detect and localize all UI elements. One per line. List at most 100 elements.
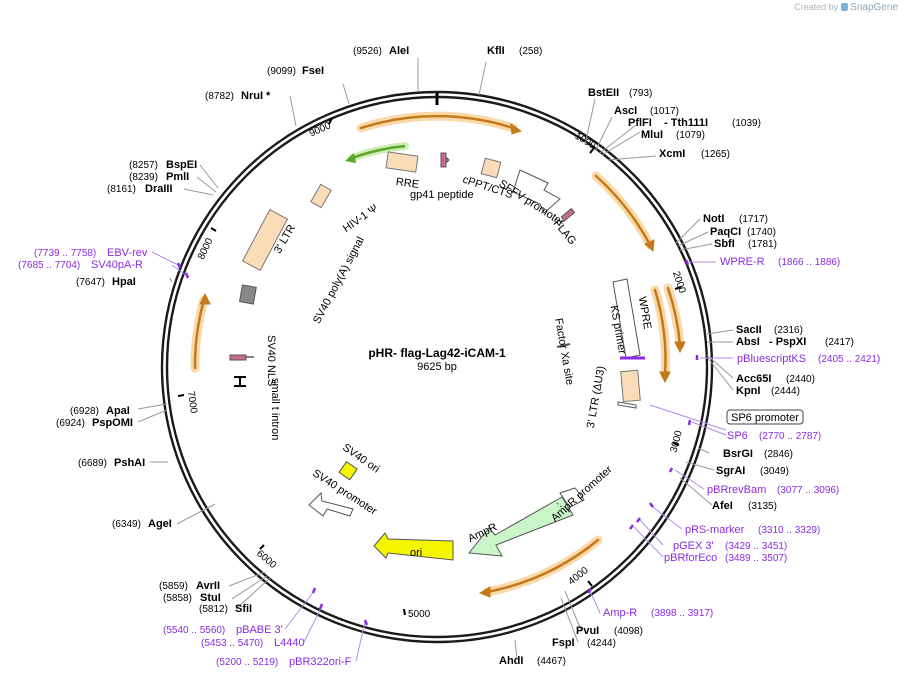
primer-name-sp6: SP6 bbox=[727, 430, 748, 442]
site-pos-apai: (6928) bbox=[70, 406, 99, 417]
feature-sv40-ori[interactable] bbox=[338, 460, 358, 481]
tick-label-3000: 3000 bbox=[669, 429, 685, 454]
primer-pos-pgex-3: (3429 .. 3451) bbox=[725, 541, 787, 552]
primer-pos-ebv-rev: (7739 .. 7758) bbox=[34, 248, 96, 259]
site-pos-kfli: (258) bbox=[519, 46, 542, 57]
feature-label-sv40-polya-signal: SV40 poly(A) signal bbox=[311, 235, 367, 326]
site-name-ahdi: AhdI bbox=[499, 655, 523, 667]
site-pos-pshai: (6689) bbox=[78, 458, 107, 469]
primer-pos-wpre-r: (1866 .. 1886) bbox=[778, 257, 840, 268]
feature-label-sv40-nls: SV40 NLS bbox=[265, 335, 277, 386]
site-name-sgrai: SgrAI bbox=[716, 465, 745, 477]
feature-sv40-nls[interactable] bbox=[229, 354, 247, 361]
site-pos-hpai: (7647) bbox=[76, 277, 105, 288]
site-pos-afei: (3135) bbox=[748, 501, 777, 512]
site-name-bsteii: BstEII bbox=[588, 87, 619, 99]
site-pos-pmli: (8239) bbox=[129, 172, 158, 183]
site-name-acc65i: Acc65I bbox=[736, 373, 771, 385]
feature-sv40-polya-signal[interactable] bbox=[238, 284, 257, 305]
site-pos-kpni: (2444) bbox=[771, 386, 800, 397]
feature-factor-xa-site[interactable] bbox=[556, 343, 571, 348]
site-name-draiii: DraIII bbox=[145, 183, 173, 195]
primer-name-pbr322ori-f: pBR322ori-F bbox=[289, 656, 352, 668]
feature-ampr-promoter[interactable] bbox=[559, 487, 585, 508]
site-name-nrui: NruI * bbox=[241, 90, 271, 102]
site-pos-bspei: (8257) bbox=[129, 160, 158, 171]
tick-marks bbox=[177, 117, 682, 616]
primer-pos-pbluescriptks: (2405 .. 2421) bbox=[818, 354, 880, 365]
feature-sffv-promoter[interactable] bbox=[512, 169, 561, 214]
branding-name: SnapGene bbox=[850, 2, 898, 13]
site-pos-bsrgi: (2846) bbox=[764, 449, 793, 460]
primer-name-pbrrevbam: pBRrevBam bbox=[707, 484, 766, 496]
primer-pos-pbrrevbam: (3077 .. 3096) bbox=[777, 485, 839, 496]
tick-label-4000: 4000 bbox=[566, 565, 591, 588]
primer-name-prs-marker: pRS-marker bbox=[685, 524, 745, 536]
site-pos-pspxi: (2417) bbox=[825, 337, 854, 348]
site-pos-avrii: (5859) bbox=[159, 581, 188, 592]
primer-pos-prs-marker: (3310 .. 3329) bbox=[758, 525, 820, 536]
primer-pos-amp-r: (3898 .. 3917) bbox=[651, 608, 713, 619]
primer-leader-lines bbox=[151, 251, 733, 662]
sp6-promoter-box[interactable] bbox=[726, 409, 804, 425]
feature-hiv-1-psi[interactable] bbox=[310, 183, 332, 209]
site-pos-sacii: (2316) bbox=[774, 325, 803, 336]
tick-label-5000: 5000 bbox=[408, 609, 431, 620]
site-name-apai: ApaI bbox=[106, 405, 130, 417]
site-name-hpai: HpaI bbox=[112, 276, 136, 288]
feature-label-small-t-intron: small t intron bbox=[269, 378, 281, 440]
site-pos-agei: (6349) bbox=[112, 519, 141, 530]
primer-pos-sv40pa-r: (7685 .. 7704) bbox=[18, 260, 80, 271]
site-pos-fsei: (9099) bbox=[267, 66, 296, 77]
feature-ori[interactable] bbox=[373, 532, 454, 561]
feature-small-t-intron[interactable] bbox=[234, 376, 246, 387]
feature-label-rre: RRE bbox=[395, 176, 420, 191]
site-pos-ahdi: (4467) bbox=[537, 656, 566, 667]
feature-label-3-ltr-du3: 3' LTR (ΔU3) bbox=[585, 365, 608, 429]
site-name-pshai: PshAI bbox=[114, 457, 145, 469]
feature-label-ori: ori bbox=[410, 547, 422, 559]
site-name-pvui: PvuI bbox=[576, 625, 599, 637]
site-pos-draiii: (8161) bbox=[107, 184, 136, 195]
primer-name-pgex-3: pGEX 3' bbox=[673, 540, 714, 552]
primer-name-ebv-rev: EBV-rev bbox=[107, 247, 148, 259]
site-name-fsei: FseI bbox=[302, 65, 324, 77]
site-name-fspi: FspI bbox=[552, 637, 575, 649]
site-name-pspxi: - PspXI bbox=[769, 336, 806, 348]
site-name-avrii: AvrII bbox=[196, 580, 220, 592]
site-name-sfii: SfiI bbox=[235, 603, 252, 615]
feature-rre[interactable] bbox=[385, 151, 419, 173]
feature-label-gp41-peptide: gp41 peptide bbox=[410, 189, 474, 201]
primer-name-pbabe-3: pBABE 3' bbox=[236, 624, 283, 636]
feature-ampr[interactable] bbox=[468, 496, 574, 557]
site-name-kfli: KflI bbox=[487, 45, 505, 57]
primer-name-amp-r: Amp-R bbox=[603, 607, 637, 619]
feature-gp41-peptide[interactable] bbox=[440, 152, 447, 168]
site-pos-xcmi: (1265) bbox=[701, 149, 730, 160]
tick-label-7000: 7000 bbox=[185, 391, 199, 415]
site-name-paqci: PaqCI bbox=[710, 226, 741, 238]
site-pos-sgrai: (3049) bbox=[760, 466, 789, 477]
site-name-mlui: MluI bbox=[641, 129, 663, 141]
feature-3-ltr-du3[interactable] bbox=[620, 369, 641, 403]
site-pos-pspomi: (6924) bbox=[56, 418, 85, 429]
site-name-agei: AgeI bbox=[148, 518, 172, 530]
orf-arrows bbox=[190, 111, 686, 598]
feature-cppt-cts[interactable] bbox=[480, 157, 502, 179]
feature-flag[interactable] bbox=[560, 207, 576, 222]
feature-label-factor-xa-site: Factor Xa site bbox=[552, 317, 576, 386]
feature-3-ltr[interactable] bbox=[241, 209, 289, 271]
feature-sv40-promoter[interactable] bbox=[308, 491, 354, 517]
site-name-asci: AscI bbox=[614, 105, 637, 117]
site-pos-bsteii: (793) bbox=[629, 88, 652, 99]
feature-label-ampr-promoter: AmpR promoter bbox=[549, 463, 615, 524]
site-name-bsrgi: BsrGI bbox=[723, 448, 753, 460]
primer-name-wpre-r: WPRE-R bbox=[720, 256, 765, 268]
feature-wpre[interactable] bbox=[612, 278, 641, 359]
primer-pos-pbrforeco: (3489 .. 3507) bbox=[725, 553, 787, 564]
site-name-noti: NotI bbox=[703, 213, 724, 225]
primer-name-sp6-promoter: SP6 promoter bbox=[731, 412, 799, 424]
primer-name-pbluescriptks: pBluescriptKS bbox=[737, 353, 806, 365]
